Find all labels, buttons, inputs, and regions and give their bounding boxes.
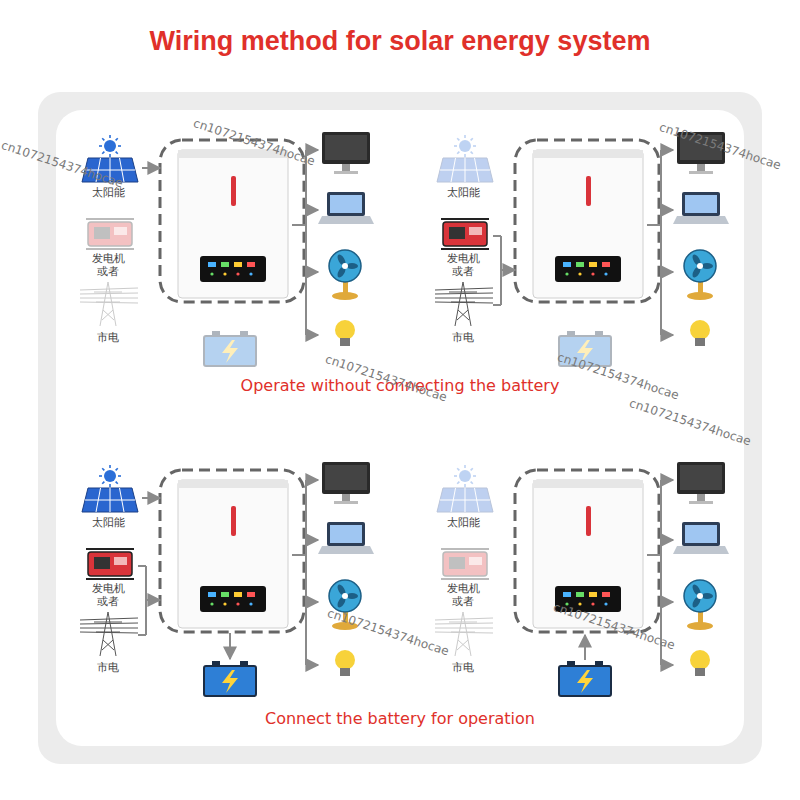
caption-note: Connect the battery for operation xyxy=(0,709,800,728)
wire-arrow xyxy=(661,479,673,481)
source xyxy=(437,135,493,182)
wire-arrow xyxy=(306,479,318,481)
bulb-icon xyxy=(690,320,710,346)
inverter-icon xyxy=(178,480,288,628)
source-label: 市电 xyxy=(441,661,485,674)
wire-arrow xyxy=(661,539,673,541)
wire xyxy=(305,150,307,335)
wire xyxy=(138,565,146,567)
source-label: 太阳能 xyxy=(86,186,130,199)
solar-panel-icon xyxy=(82,465,138,512)
dashed-boundary xyxy=(515,470,659,632)
source-label: 发电机 或者 xyxy=(441,582,485,608)
wire xyxy=(647,224,661,226)
wire-arrow xyxy=(306,539,318,541)
wire-arrow xyxy=(306,334,318,336)
wire-arrow xyxy=(306,149,318,151)
system-panel xyxy=(80,132,374,366)
wire-arrow xyxy=(306,209,318,211)
source xyxy=(441,219,489,249)
generator-icon xyxy=(441,549,489,579)
source-label: 太阳能 xyxy=(86,516,130,529)
laptop-icon xyxy=(318,522,374,554)
wire xyxy=(292,554,306,556)
fan-icon xyxy=(684,250,716,300)
wire-arrow xyxy=(142,167,160,169)
wire xyxy=(493,304,501,306)
wire-arrow xyxy=(661,209,673,211)
wire xyxy=(305,480,307,665)
source xyxy=(80,282,138,326)
source-label: 太阳能 xyxy=(441,516,485,529)
inverter-icon xyxy=(178,150,288,298)
wire xyxy=(493,235,501,237)
generator-icon xyxy=(441,219,489,249)
wire-arrow xyxy=(661,601,673,603)
system-panel xyxy=(435,132,729,366)
laptop-icon xyxy=(673,522,729,554)
solar-panel-icon xyxy=(437,135,493,182)
wire-arrow xyxy=(229,633,231,659)
dashed-boundary xyxy=(515,140,659,302)
source-label: 发电机 或者 xyxy=(86,252,130,278)
generator-icon xyxy=(86,219,134,249)
source xyxy=(435,282,493,326)
source-label: 市电 xyxy=(441,331,485,344)
wire-arrow xyxy=(306,664,318,666)
wire-arrow xyxy=(584,635,586,660)
source xyxy=(86,219,134,249)
wire-arrow xyxy=(661,664,673,666)
battery-icon xyxy=(204,331,256,366)
fan-icon xyxy=(329,250,361,300)
source xyxy=(86,549,134,579)
inverter-icon xyxy=(533,150,643,298)
source-label: 市电 xyxy=(86,331,130,344)
battery-icon xyxy=(204,661,256,696)
bulb-icon xyxy=(690,650,710,676)
inner-card xyxy=(56,110,744,746)
wire xyxy=(292,224,306,226)
battery-icon xyxy=(559,661,611,696)
wire xyxy=(660,150,662,335)
wire-arrow xyxy=(501,269,515,271)
wire-arrow xyxy=(146,599,160,601)
source-label: 发电机 或者 xyxy=(86,582,130,608)
bulb-icon xyxy=(335,650,355,676)
bulb-icon xyxy=(335,320,355,346)
system-panel xyxy=(80,462,374,696)
outer-frame xyxy=(38,92,762,764)
wire-arrow xyxy=(661,334,673,336)
wire xyxy=(647,554,661,556)
source xyxy=(437,465,493,512)
wire xyxy=(138,634,146,636)
power-pylon-icon xyxy=(435,282,493,326)
wire-arrow xyxy=(661,271,673,273)
dashed-boundary xyxy=(160,470,304,632)
wire-arrow xyxy=(142,497,160,499)
source xyxy=(80,612,138,656)
monitor-icon xyxy=(322,462,370,504)
wire-arrow xyxy=(306,601,318,603)
power-pylon-icon xyxy=(80,612,138,656)
monitor-icon xyxy=(677,462,725,504)
solar-panel-icon xyxy=(437,465,493,512)
system-panel xyxy=(435,462,729,696)
generator-icon xyxy=(86,549,134,579)
wire-arrow xyxy=(661,149,673,151)
diagram-title: Wiring method for solar energy system xyxy=(0,26,800,57)
dashed-boundary xyxy=(160,140,304,302)
monitor-icon xyxy=(322,132,370,174)
laptop-icon xyxy=(318,192,374,224)
wire-arrow xyxy=(306,271,318,273)
laptop-icon xyxy=(673,192,729,224)
source-label: 太阳能 xyxy=(441,186,485,199)
source xyxy=(82,465,138,512)
source-label: 市电 xyxy=(86,661,130,674)
inverter-icon xyxy=(533,480,643,628)
fan-icon xyxy=(684,580,716,630)
source xyxy=(441,549,489,579)
source-label: 发电机 或者 xyxy=(441,252,485,278)
power-pylon-icon xyxy=(80,282,138,326)
